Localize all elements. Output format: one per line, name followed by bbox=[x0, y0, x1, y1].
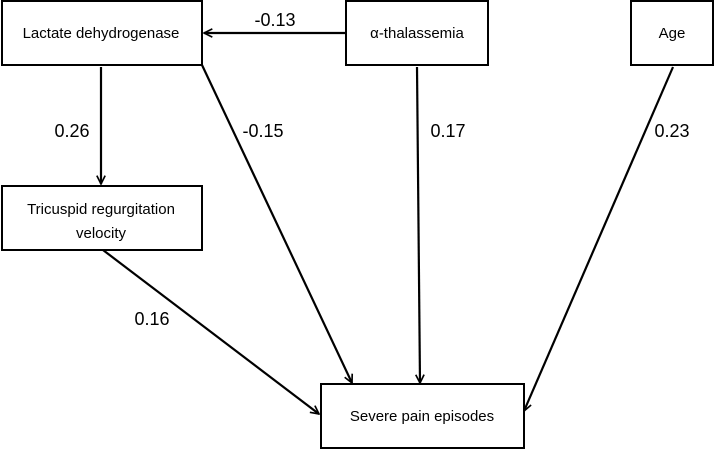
edge-ldh-to-trv-label: 0.26 bbox=[54, 121, 89, 141]
edge-trv-to-pain-label: 0.16 bbox=[134, 309, 169, 329]
edge-thal-to-pain-line bbox=[417, 66, 420, 383]
edge-trv-to-pain-line bbox=[102, 249, 319, 414]
node-age-label: Age bbox=[659, 25, 686, 42]
edge-ldh-to-pain: -0.15 bbox=[201, 64, 352, 383]
edge-age-to-pain-label: 0.23 bbox=[654, 121, 689, 141]
edge-thal-to-pain: 0.17 bbox=[417, 66, 466, 383]
node-alpha-thalassemia: α-thalassemia bbox=[345, 0, 489, 66]
edge-ldh-to-pain-label: -0.15 bbox=[242, 121, 283, 141]
edge-thal-to-ldh: -0.13 bbox=[204, 10, 346, 33]
node-alpha-thalassemia-label: α-thalassemia bbox=[370, 25, 464, 42]
node-lactate-dehydrogenase-label: Lactate dehydrogenase bbox=[23, 25, 180, 42]
edge-age-to-pain: 0.23 bbox=[524, 66, 690, 411]
edge-thal-to-ldh-label: -0.13 bbox=[254, 10, 295, 30]
edge-ldh-to-pain-line bbox=[201, 64, 352, 383]
edge-ldh-to-trv: 0.26 bbox=[54, 67, 101, 184]
node-tricuspid-regurgitation-velocity: Tricuspid regurgitation velocity bbox=[1, 185, 203, 251]
node-severe-pain-episodes: Severe pain episodes bbox=[320, 383, 525, 449]
edge-age-to-pain-line bbox=[524, 66, 675, 411]
edge-trv-to-pain: 0.16 bbox=[102, 249, 319, 414]
node-severe-pain-episodes-label: Severe pain episodes bbox=[350, 408, 494, 425]
node-age: Age bbox=[630, 0, 714, 66]
node-trv-label-line2: velocity bbox=[76, 225, 127, 242]
edge-thal-to-pain-label: 0.17 bbox=[430, 121, 465, 141]
node-trv-label-line1: Tricuspid regurgitation bbox=[27, 201, 175, 218]
node-lactate-dehydrogenase: Lactate dehydrogenase bbox=[1, 0, 203, 66]
